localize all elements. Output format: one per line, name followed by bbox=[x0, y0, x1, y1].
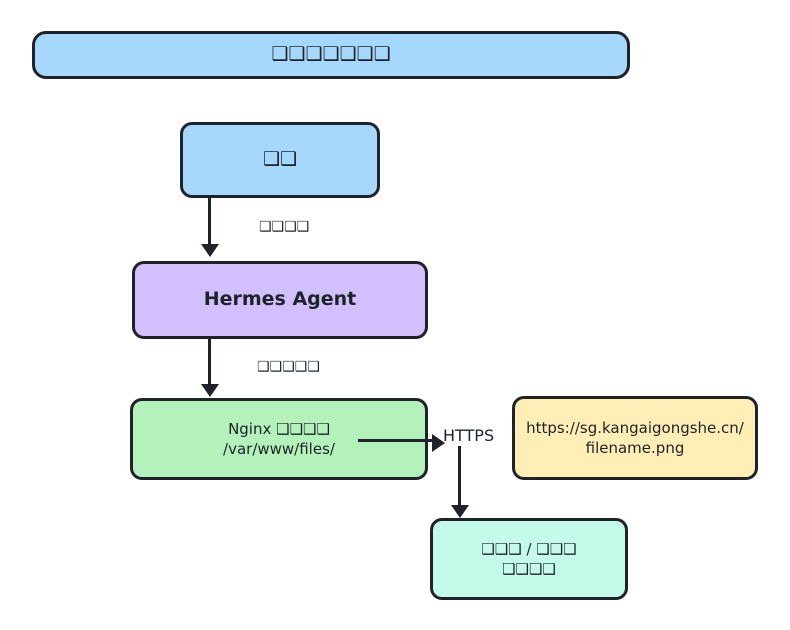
edge-https-label: HTTPS bbox=[443, 426, 495, 445]
edge-https-to-client-line bbox=[458, 446, 461, 508]
edge-nginx-to-https-line bbox=[358, 439, 436, 442]
edge-https-to-client-arrowhead-icon bbox=[451, 505, 469, 518]
node-nginx-storage-line1: Nginx ❑❑❑❑ bbox=[228, 419, 330, 438]
edge-agent-to-nginx-arrowhead-icon bbox=[201, 384, 219, 397]
diagram-title-label: ❑❑❑❑❑❑❑ bbox=[271, 43, 391, 66]
node-hermes-agent[interactable]: Hermes Agent bbox=[132, 261, 428, 339]
edge-nginx-to-https-arrowhead-icon bbox=[432, 434, 445, 452]
node-client-access[interactable]: ❑❑❑ / ❑❑❑ ❑❑❑❑ bbox=[430, 518, 628, 600]
node-user[interactable]: ❑❑ bbox=[180, 122, 380, 198]
edge-user-to-agent-line bbox=[208, 198, 211, 246]
diagram-title-node[interactable]: ❑❑❑❑❑❑❑ bbox=[32, 31, 630, 79]
node-public-url[interactable]: https://sg.kangaigongshe.cn/ filename.pn… bbox=[512, 396, 758, 480]
edge-user-to-agent-label: ❑❑❑❑ bbox=[259, 219, 310, 235]
edge-agent-to-nginx-line bbox=[208, 339, 211, 386]
node-hermes-agent-label: Hermes Agent bbox=[203, 288, 357, 311]
node-user-label: ❑❑ bbox=[262, 148, 298, 171]
edge-user-to-agent-arrowhead-icon bbox=[201, 244, 219, 257]
node-public-url-line1: https://sg.kangaigongshe.cn/ bbox=[526, 418, 744, 437]
node-nginx-storage-line2: /var/www/files/ bbox=[223, 440, 335, 458]
node-public-url-line2: filename.png bbox=[585, 439, 685, 457]
node-client-access-line1: ❑❑❑ / ❑❑❑ bbox=[481, 539, 577, 558]
edge-agent-to-nginx-label: ❑❑❑❑❑ bbox=[257, 359, 320, 375]
node-client-access-line2: ❑❑❑❑ bbox=[502, 560, 556, 578]
